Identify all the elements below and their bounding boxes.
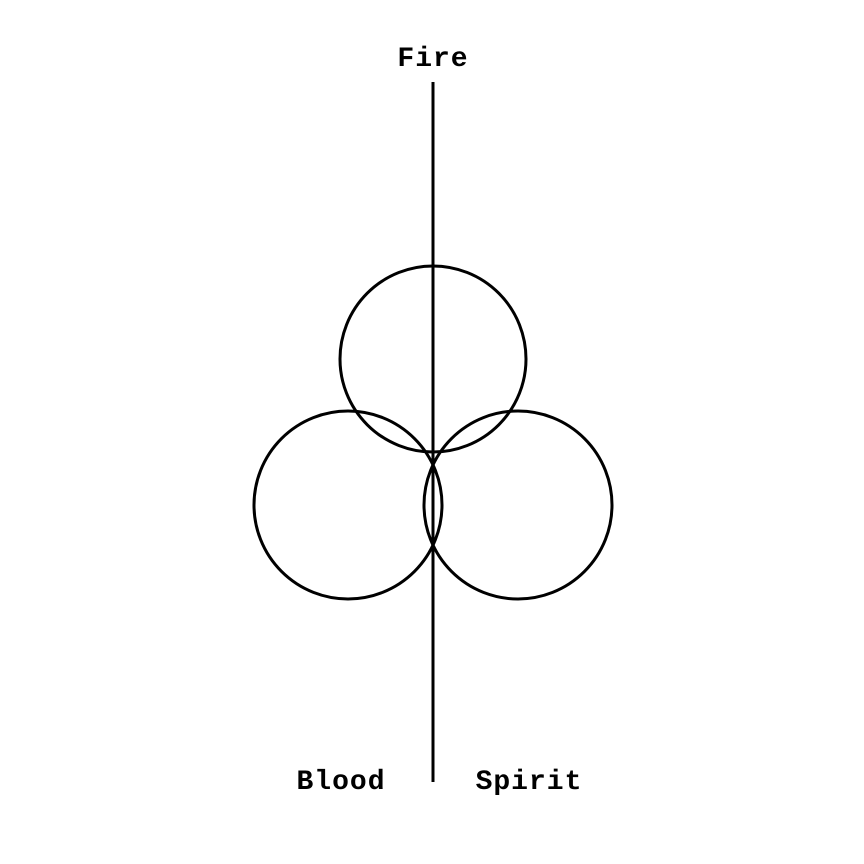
right-circle (422, 409, 614, 601)
top-circle (338, 264, 528, 454)
label-spirit: Spirit (476, 767, 583, 798)
left-circle (252, 409, 444, 601)
label-blood: Blood (296, 767, 385, 798)
label-fire: Fire (397, 44, 468, 75)
